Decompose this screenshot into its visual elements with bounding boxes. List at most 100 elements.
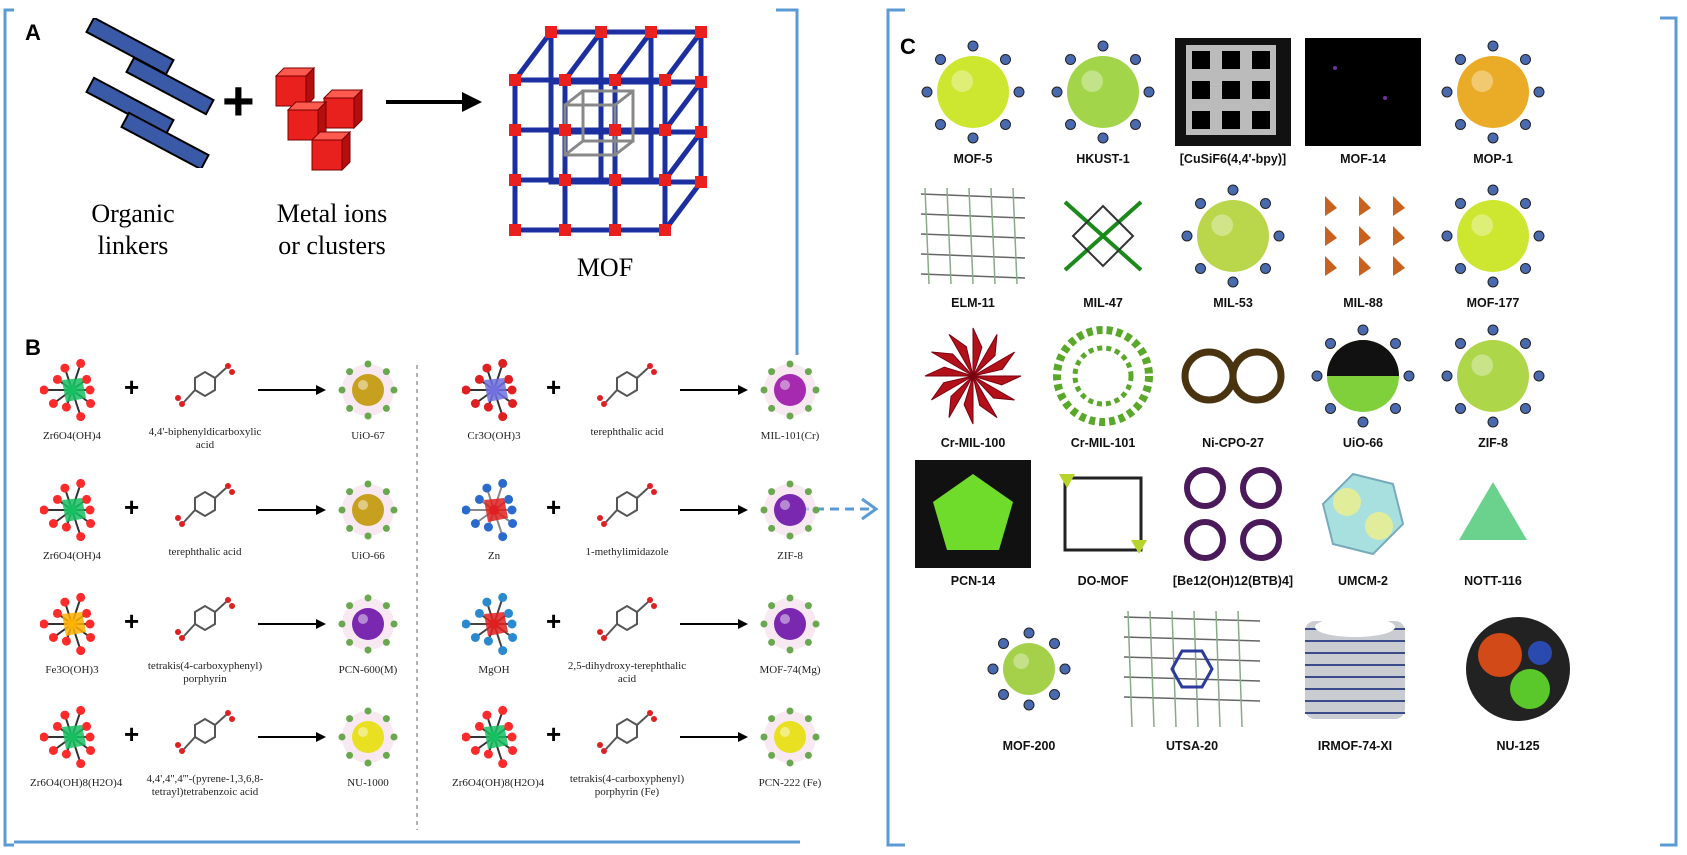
mof-name-label: MIL-47 xyxy=(1083,296,1123,310)
mof-name-label: MOF-177 xyxy=(1466,296,1520,310)
linker-name-label: 4,4',4'',4'''-(pyrene-1,3,6,8- xyxy=(146,773,264,785)
mof-name-label: UiO-66 xyxy=(1342,436,1384,450)
mof-name-label: MOF-5 xyxy=(953,152,993,166)
metal-precursor-label: Zr6O4(OH)4 xyxy=(42,430,102,442)
mof-structure-image xyxy=(1435,38,1551,146)
panel-letter-b: B xyxy=(25,335,41,360)
organic-linkers-label: Organic linkers xyxy=(78,198,188,262)
mof-name-label: Cr-MIL-101 xyxy=(1070,436,1136,450)
mof-structure-image xyxy=(915,322,1031,430)
mof-product-structure xyxy=(760,707,820,767)
mof-product-structure xyxy=(760,594,820,654)
metal-precursor-label: Zn xyxy=(487,550,501,562)
mof-structure-image xyxy=(915,38,1031,146)
metal-cluster-structure xyxy=(40,592,96,656)
mof-product-structure xyxy=(760,480,820,540)
mof-product-structure xyxy=(760,360,820,420)
metal-cluster-structure xyxy=(40,358,96,422)
mof-structure-image xyxy=(1045,182,1161,290)
organic-linker-structure xyxy=(175,363,235,407)
mof-name-label: IRMOF-74-XI xyxy=(1317,739,1393,753)
panel-b-divider xyxy=(416,365,418,830)
linker-name-label: 1-methylimidazole xyxy=(585,546,669,558)
mof-name-label: MOF-200 xyxy=(1002,739,1056,753)
metal-cluster-structure xyxy=(462,358,518,422)
mof-structure-image xyxy=(1118,605,1266,733)
linker-name-label: 4,4'-biphenyldicarboxylic xyxy=(148,426,262,438)
mof-name-label: UTSA-20 xyxy=(1165,739,1219,753)
mof-structure-image xyxy=(1435,460,1551,568)
reaction-arrow xyxy=(386,92,482,112)
mof-name-label: DO-MOF xyxy=(1077,574,1129,588)
mof-structure-image xyxy=(1305,460,1421,568)
mof-structure-image xyxy=(1175,182,1291,290)
mof-name-label: MIL-88 xyxy=(1343,296,1383,310)
mof-product-label: PCN-222 (Fe) xyxy=(758,777,822,789)
linker-name-label: terephthalic acid xyxy=(168,546,242,558)
linker-name-label-line2: acid xyxy=(195,439,215,451)
mof-structure-image xyxy=(1045,460,1161,568)
mof-name-label: [CuSiF6(4,4'-bpy)] xyxy=(1179,152,1287,166)
mof-structure-image xyxy=(1175,322,1291,430)
mof-structure-image xyxy=(1175,38,1291,146)
mof-label: MOF xyxy=(576,253,634,282)
linker-name-label: 2,5-dihydroxy-terephthalic xyxy=(567,660,687,672)
mof-product-label: MIL-101(Cr) xyxy=(760,430,820,442)
mof-product-label: NU-1000 xyxy=(347,777,389,789)
mof-lattice-illustration xyxy=(509,26,707,236)
mof-structure-image xyxy=(1305,322,1421,430)
metal-precursor-label: Zr6O4(OH)4 xyxy=(42,550,102,562)
mof-structure-image xyxy=(1435,322,1551,430)
metal-clusters-illustration xyxy=(274,66,364,172)
organic-linkers-label-line2: linkers xyxy=(97,231,169,260)
panel-letter-c: C xyxy=(900,34,916,59)
linker-name-label-line2: porphyrin xyxy=(183,673,227,685)
metal-cluster-structure xyxy=(462,705,518,769)
plus-sign: + xyxy=(124,372,140,402)
metal-ions-label-line1: Metal ions xyxy=(276,199,388,228)
mof-product-structure xyxy=(338,707,398,767)
organic-linker-structure xyxy=(597,363,657,407)
linker-name-label-line2: acid xyxy=(617,673,637,685)
linker-name-label-line2: porphyrin (Fe) xyxy=(594,786,660,798)
plus-sign: + xyxy=(546,606,562,636)
mof-name-label: ZIF-8 xyxy=(1478,436,1508,450)
mof-name-label: UMCM-2 xyxy=(1338,574,1388,588)
organic-linker-structure xyxy=(175,597,235,641)
organic-linkers-illustration xyxy=(85,18,215,168)
mof-product-structure xyxy=(338,480,398,540)
mof-structure-image xyxy=(1435,182,1551,290)
mof-structure-image xyxy=(955,605,1103,733)
mof-structure-image xyxy=(915,460,1031,568)
reaction-arrow xyxy=(258,619,326,629)
plus-sign: + xyxy=(124,492,140,522)
mof-structure-image xyxy=(1281,605,1429,733)
mof-structure-image xyxy=(1045,38,1161,146)
organic-linker-structure xyxy=(597,597,657,641)
mof-name-label: PCN-14 xyxy=(950,574,996,588)
metal-ions-label: Metal ions or clusters xyxy=(262,198,402,262)
mof-name-label: NOTT-116 xyxy=(1464,574,1522,588)
linker-name-label-line2: tetrayl)tetrabenzoic acid xyxy=(151,786,259,798)
mof-product-label: PCN-600(M) xyxy=(338,664,398,676)
mof-structure-image xyxy=(1175,460,1291,568)
mof-name-label: Cr-MIL-100 xyxy=(940,436,1006,450)
mof-name-label: MOF-14 xyxy=(1340,152,1386,166)
mof-structure-image xyxy=(915,182,1031,290)
mof-structure-image xyxy=(1444,605,1592,733)
reaction-arrow xyxy=(680,619,748,629)
linker-name-label: terephthalic acid xyxy=(590,426,664,438)
organic-linker-structure xyxy=(175,710,235,754)
mof-name-label: ELM-11 xyxy=(951,296,995,310)
mof-name-label: [Be12(OH)12(BTB)4] xyxy=(1172,574,1294,588)
metal-cluster-structure xyxy=(40,705,96,769)
organic-linker-structure xyxy=(175,483,235,527)
metal-ions-label-line2: or clusters xyxy=(278,231,386,260)
reaction-arrow xyxy=(258,385,326,395)
metal-cluster-structure xyxy=(40,478,96,542)
reaction-arrow xyxy=(680,732,748,742)
plus-sign: + xyxy=(546,372,562,402)
mof-structure-image xyxy=(1305,182,1421,290)
mof-product-label: MOF-74(Mg) xyxy=(759,664,821,676)
plus-sign: + xyxy=(546,492,562,522)
